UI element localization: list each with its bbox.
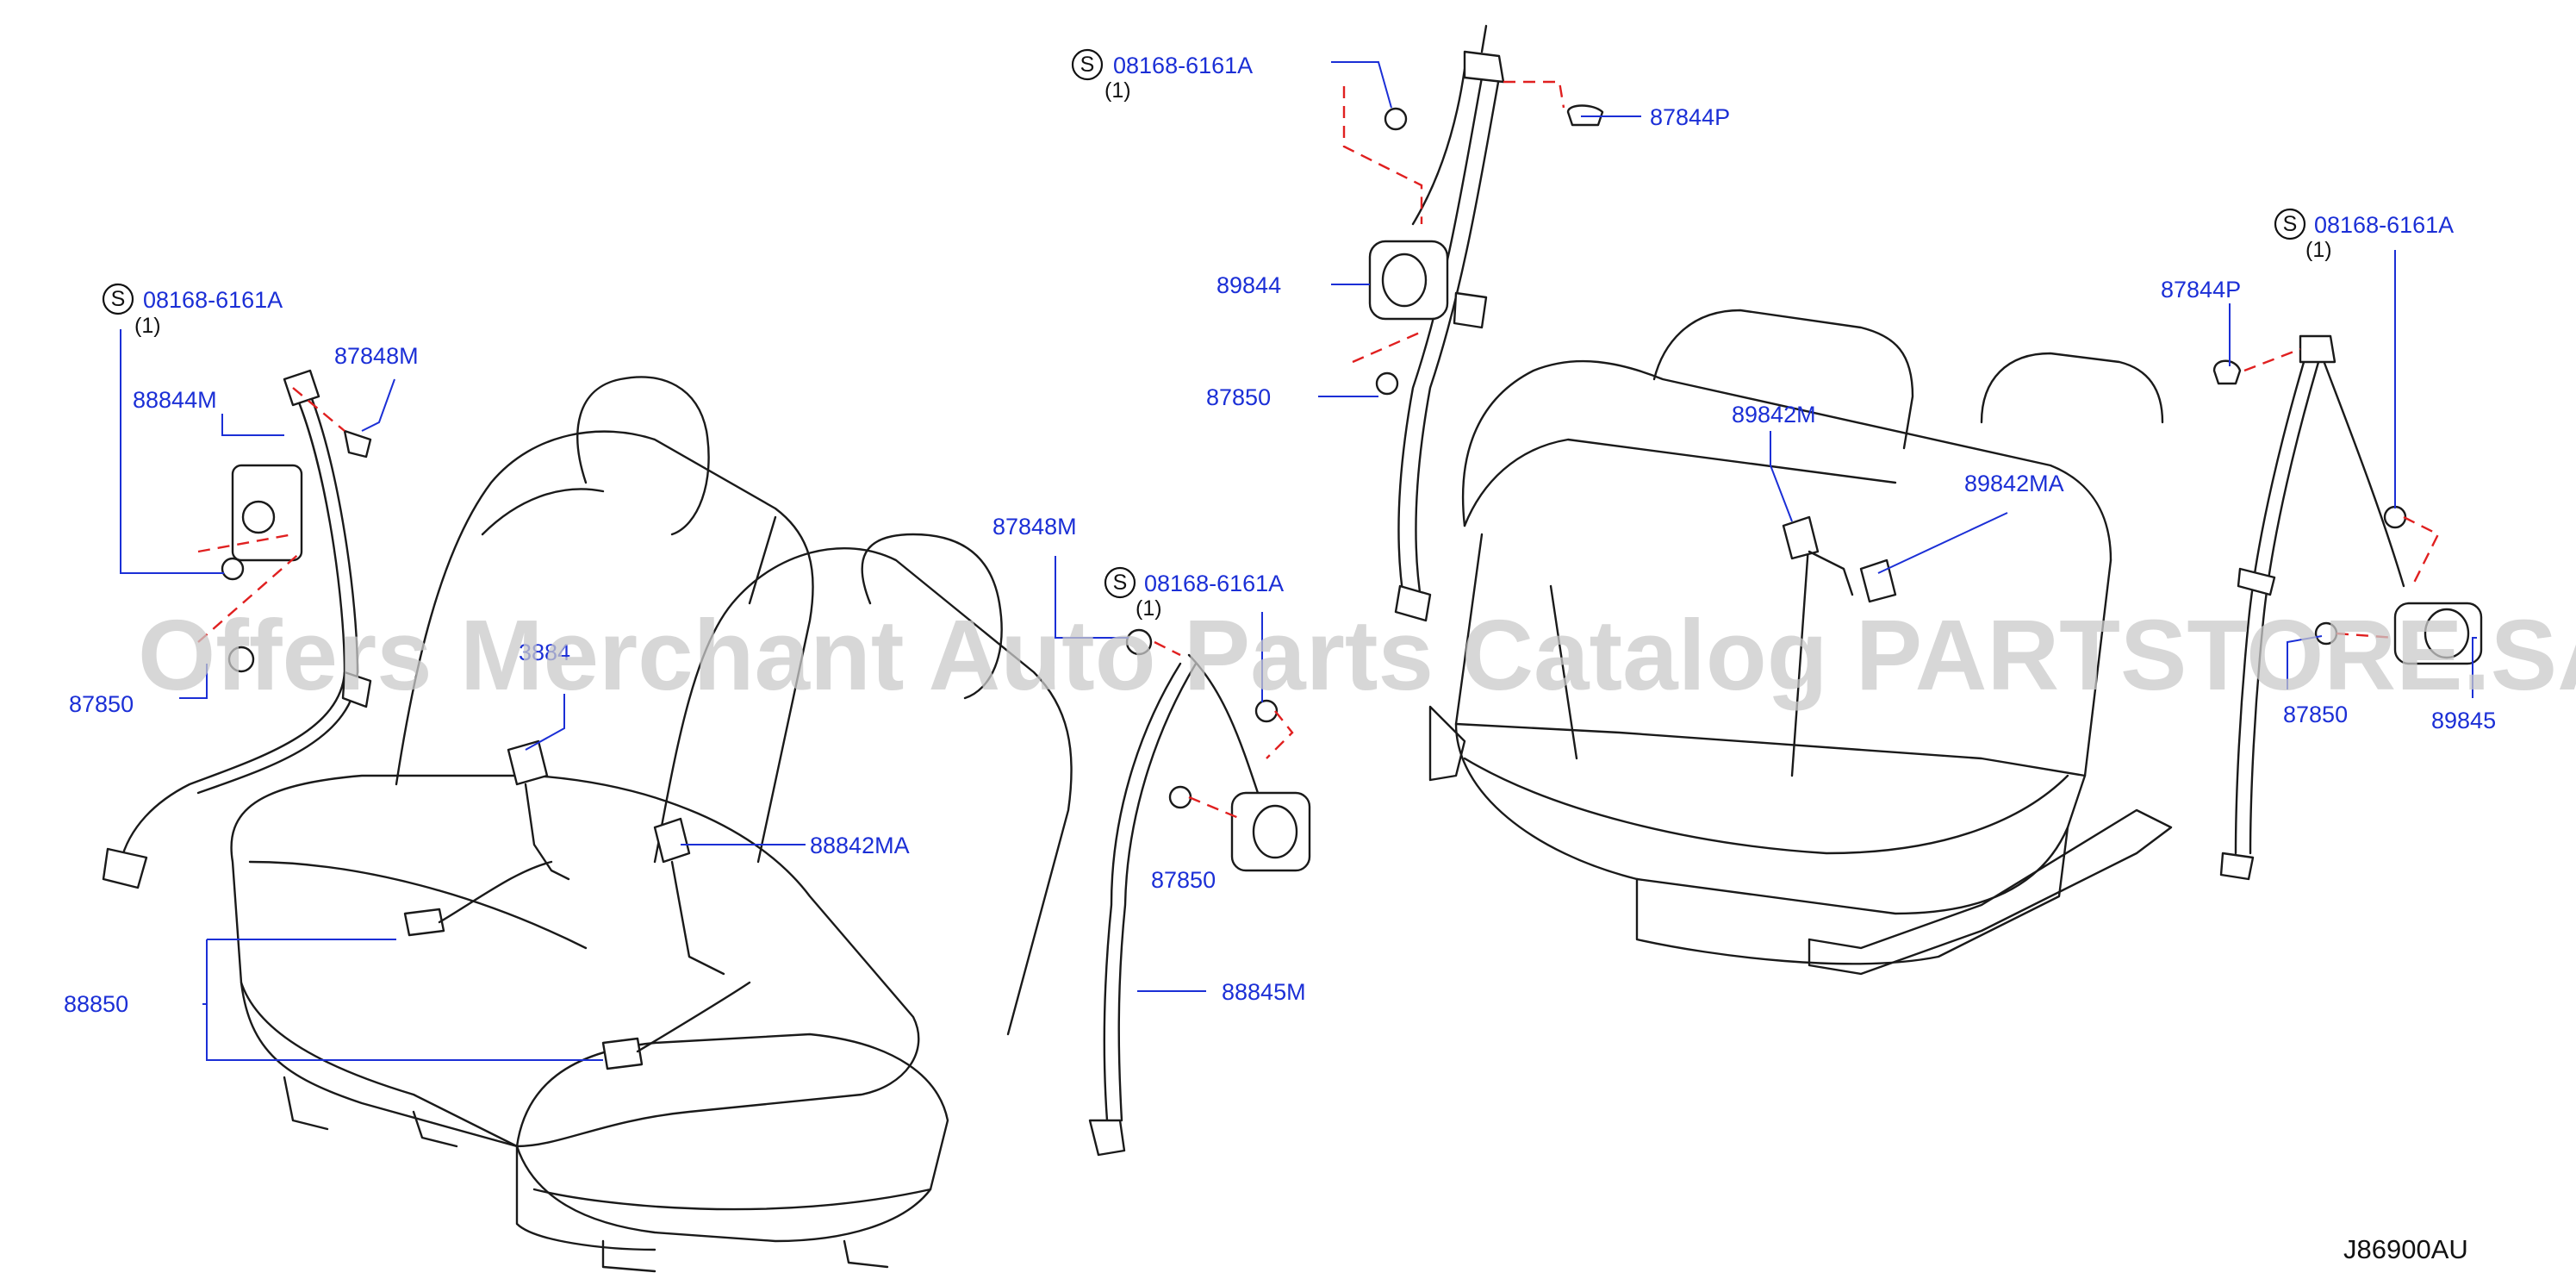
rear-center-buckles: [1782, 515, 1897, 603]
front-seat-illustration: [230, 376, 1073, 1273]
s-symbol-icon: [2274, 208, 2306, 240]
label-87844P: 87844P: [2161, 277, 2241, 303]
label-88844M: 88844M: [133, 387, 217, 413]
front-buckles: [403, 739, 751, 1070]
label-08168-6161A: 08168-6161A: [1113, 53, 1253, 78]
s-symbol-icon: [1071, 48, 1104, 81]
part-labels: 08168-6161A (1) 87848M 88844M 87850 3884…: [64, 53, 2496, 1017]
s-symbol-text: S: [111, 287, 126, 311]
label-89842MA: 89842MA: [1964, 471, 2064, 496]
s-symbol-text: S: [1113, 571, 1128, 595]
diagram-code: J86900AU: [2343, 1234, 2468, 1264]
label-87850: 87850: [1206, 384, 1271, 410]
label-89845: 89845: [2431, 708, 2496, 733]
s-symbol-icon: [1104, 566, 1136, 599]
label-88842MA: 88842MA: [810, 833, 910, 858]
label-08168-6161A: 08168-6161A: [1144, 571, 1284, 596]
label-87848M: 87848M: [334, 343, 419, 369]
label-qty: (1): [134, 314, 161, 338]
label-87844P: 87844P: [1650, 104, 1730, 130]
label-87848M: 87848M: [992, 514, 1077, 540]
label-89844: 89844: [1216, 272, 1281, 298]
front-right-belt-assembly: [1088, 628, 1311, 1157]
rear-right-belt-assembly: [2212, 334, 2483, 881]
label-08168-6161A: 08168-6161A: [2314, 212, 2454, 238]
label-87850: 87850: [69, 691, 134, 717]
front-left-belt-assembly: [102, 369, 372, 889]
label-qty: (1): [1136, 596, 1162, 621]
label-88842M-partial: 3884: [519, 640, 570, 665]
label-qty: (1): [2305, 238, 2332, 262]
leader-lines: [120, 61, 2477, 1061]
label-87850: 87850: [1151, 867, 1216, 893]
watermark-text: Offers Merchant Auto Parts Catalog PARTS…: [138, 599, 2576, 711]
s-symbol-text: S: [2283, 212, 2298, 236]
label-87850: 87850: [2283, 702, 2348, 727]
label-89842M: 89842M: [1732, 402, 1816, 427]
label-qty: (1): [1104, 78, 1131, 103]
label-88845M: 88845M: [1222, 979, 1306, 1005]
s-symbol-icon: [102, 283, 134, 315]
s-symbol-text: S: [1080, 53, 1095, 77]
standard-part-s-symbols: S S S S: [102, 48, 2306, 599]
rear-seat-illustration: [1428, 309, 2173, 976]
label-08168-6161A: 08168-6161A: [143, 287, 283, 313]
label-88850: 88850: [64, 991, 128, 1017]
rear-center-belt-assembly: [1342, 24, 1604, 622]
